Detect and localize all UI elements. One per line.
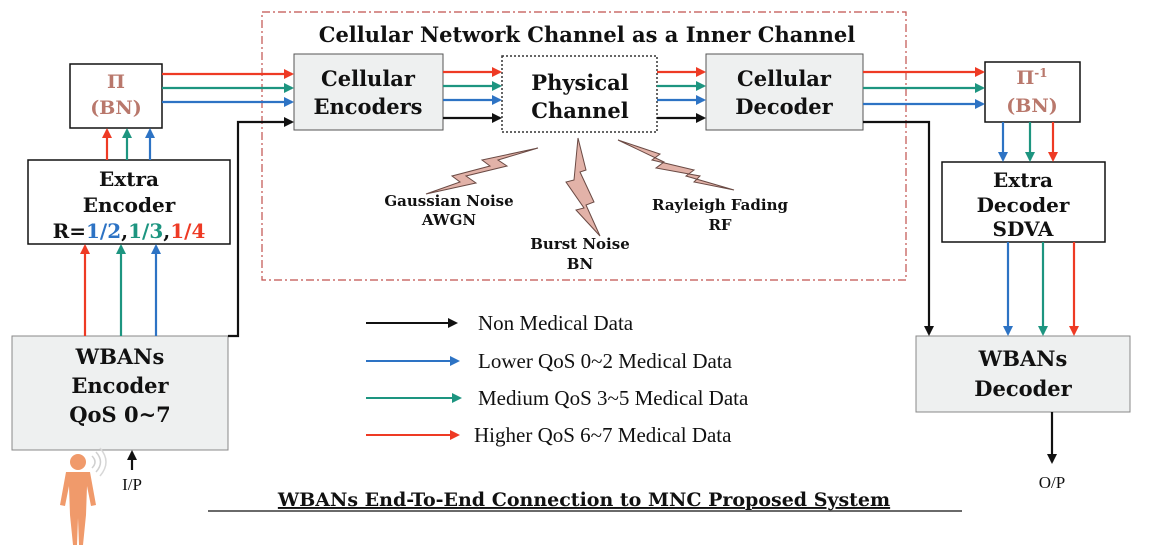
burst-noise-line1: Burst Noise — [530, 235, 630, 253]
rate-prefix: R= — [53, 219, 86, 243]
interleaver-box — [69, 63, 163, 129]
legend-label-nonmedical: Non Medical Data — [478, 311, 634, 335]
arrow-nonmedical-to-wbans-decoder — [863, 120, 934, 336]
cellular-encoders-box — [293, 53, 444, 131]
physical-channel-box — [501, 55, 658, 133]
rate-half: 1/2 — [86, 219, 121, 243]
rayleigh-fading-line2: RF — [708, 216, 731, 234]
legend-label-lower: Lower QoS 0~2 Medical Data — [478, 349, 733, 373]
arrow-nonmedical-to-encoders — [228, 117, 294, 338]
extra-encoder-box — [27, 159, 231, 245]
interleaver-symbol: Π — [107, 71, 125, 93]
interleaver-label: (BN) — [90, 97, 141, 119]
deinterleaver-label: (BN) — [1006, 95, 1057, 117]
input-label: I/P — [122, 475, 142, 494]
legend-label-higher: Higher QoS 6~7 Medical Data — [474, 423, 732, 447]
wbans-decoder-box — [915, 335, 1131, 413]
extra-encoder-rates: R=1/2,1/3,1/4 — [53, 219, 206, 243]
gaussian-noise-line2: AWGN — [421, 211, 477, 229]
cellular-encoders-line2: Encoders — [314, 94, 423, 119]
extra-decoder-box — [941, 161, 1106, 243]
gaussian-noise-bolt-icon — [425, 147, 539, 195]
physical-channel-line2: Channel — [531, 98, 628, 123]
extra-encoder-line1: Extra — [99, 167, 159, 191]
bottom-title: WBANs End-To-End Connection to MNC Propo… — [277, 489, 890, 511]
legend: Non Medical Data Lower QoS 0~2 Medical D… — [366, 311, 749, 447]
rate-comma-2: , — [163, 219, 170, 243]
extra-decoder-line1: Extra — [993, 168, 1053, 192]
deinterleaver-box — [984, 61, 1081, 123]
wbans-decoder-line1: WBANs — [978, 346, 1068, 371]
cellular-decoder-line2: Decoder — [735, 94, 833, 119]
rate-comma-1: , — [121, 219, 128, 243]
cellular-encoders-line1: Cellular — [321, 66, 416, 91]
deinterleaver-symbol: Π-1 — [1016, 66, 1047, 89]
burst-noise-bolt-icon — [565, 137, 601, 237]
burst-noise-line2: BN — [567, 255, 594, 273]
gaussian-noise-line1: Gaussian Noise — [384, 192, 513, 210]
human-body-icon — [60, 447, 107, 545]
physical-channel-line1: Physical — [531, 70, 628, 95]
inner-channel-frame — [261, 11, 907, 281]
output-label: O/P — [1039, 473, 1065, 492]
wbans-encoder-line2: Encoder — [71, 373, 169, 398]
extra-decoder-line2: Decoder — [977, 193, 1070, 217]
wbans-encoder-line3: QoS 0~7 — [69, 402, 171, 427]
legend-label-medium: Medium QoS 3~5 Medical Data — [478, 386, 749, 410]
extra-encoder-line2: Encoder — [83, 193, 176, 217]
wbans-encoder-line1: WBANs — [75, 344, 165, 369]
rate-quarter: 1/4 — [170, 219, 205, 243]
rayleigh-fading-line1: Rayleigh Fading — [652, 196, 788, 214]
wbans-decoder-line2: Decoder — [974, 376, 1072, 401]
wbans-encoder-box — [11, 335, 229, 451]
deinterleaver-symbol-base: Π — [1016, 67, 1034, 89]
extra-decoder-line3: SDVA — [993, 217, 1054, 241]
rate-third: 1/3 — [128, 219, 163, 243]
cellular-decoder-box — [705, 53, 864, 131]
rayleigh-fading-bolt-icon — [617, 139, 735, 191]
cellular-decoder-line1: Cellular — [737, 66, 832, 91]
deinterleaver-symbol-sup: -1 — [1034, 66, 1047, 80]
channel-title: Cellular Network Channel as a Inner Chan… — [319, 22, 856, 47]
